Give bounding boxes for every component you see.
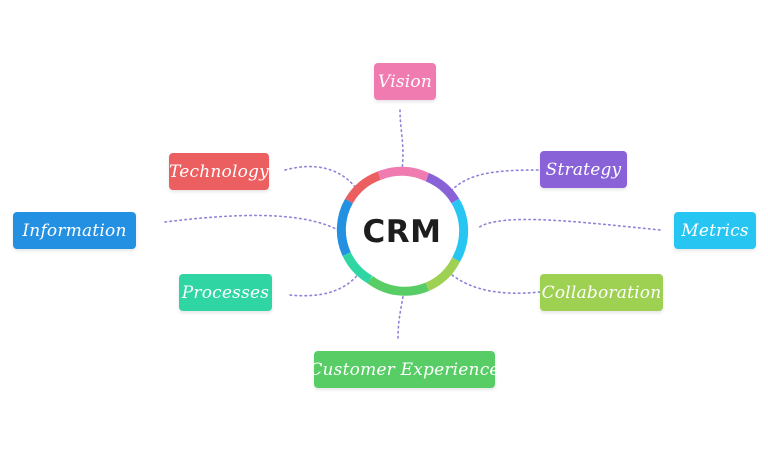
ring-segment-cyan [451, 198, 469, 262]
ring-segment-lime [425, 257, 461, 291]
node-collaboration: Collaboration [540, 274, 663, 311]
ring-segment-purple [425, 173, 460, 204]
ring-segment-pink [377, 166, 430, 182]
node-vision: Vision [374, 63, 436, 100]
crm-ring [336, 166, 469, 296]
connector-technology [284, 165, 357, 189]
ring-segment-blue [336, 198, 353, 256]
ring-segment-red [345, 171, 381, 204]
connector-information [164, 214, 339, 231]
node-information: Information [13, 212, 136, 249]
node-customer-experience: Customer Experience [309, 351, 499, 388]
node-metrics: Metrics [674, 212, 756, 249]
ring-segment-green [367, 275, 430, 296]
connector-strategy [451, 169, 539, 191]
crm-center-label: CRM [362, 214, 442, 250]
connector-collaboration [451, 274, 541, 295]
node-technology: Technology [169, 153, 269, 190]
connector-processes [289, 271, 361, 297]
connector-customer-experience [397, 289, 405, 339]
ring-segment-teal [342, 251, 373, 284]
node-strategy: Strategy [540, 151, 627, 188]
node-processes: Processes [179, 274, 272, 311]
connector-metrics [477, 218, 661, 231]
connector-vision [399, 109, 404, 171]
